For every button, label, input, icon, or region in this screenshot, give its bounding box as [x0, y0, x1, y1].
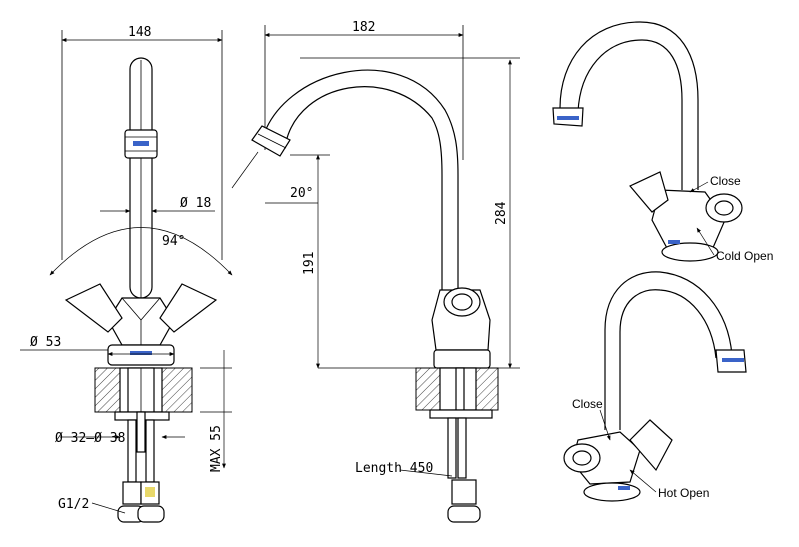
side-outlet-height: 191: [302, 252, 317, 275]
front-thread: G1/2: [58, 497, 89, 512]
hot-close-label: Close: [572, 397, 603, 411]
front-view: 148 Ø 18 94° Ø 53: [20, 25, 233, 523]
side-view: 182 20° 191 284 Length 450: [231, 20, 520, 523]
front-spout-dia: Ø 18: [180, 196, 211, 211]
hot-open-label: Hot Open: [658, 486, 709, 500]
front-max-thickness: MAX 55: [209, 425, 224, 472]
front-base-dia: Ø 53: [30, 335, 61, 350]
side-reach-dim: 182: [352, 20, 375, 35]
side-tilt-angle: 20°: [290, 186, 313, 201]
cold-view: Close Cold Open: [552, 21, 773, 263]
front-angle: 94°: [162, 234, 185, 249]
front-width-dim: 148: [128, 25, 151, 40]
cold-open-label: Cold Open: [716, 249, 773, 263]
cold-close-label: Close: [710, 174, 741, 188]
side-hose-length: Length 450: [355, 461, 433, 476]
hot-view: Close Hot Open: [563, 271, 747, 502]
side-height-dim: 284: [494, 201, 509, 225]
front-hole-dia: Ø 32–Ø 38: [55, 431, 125, 446]
